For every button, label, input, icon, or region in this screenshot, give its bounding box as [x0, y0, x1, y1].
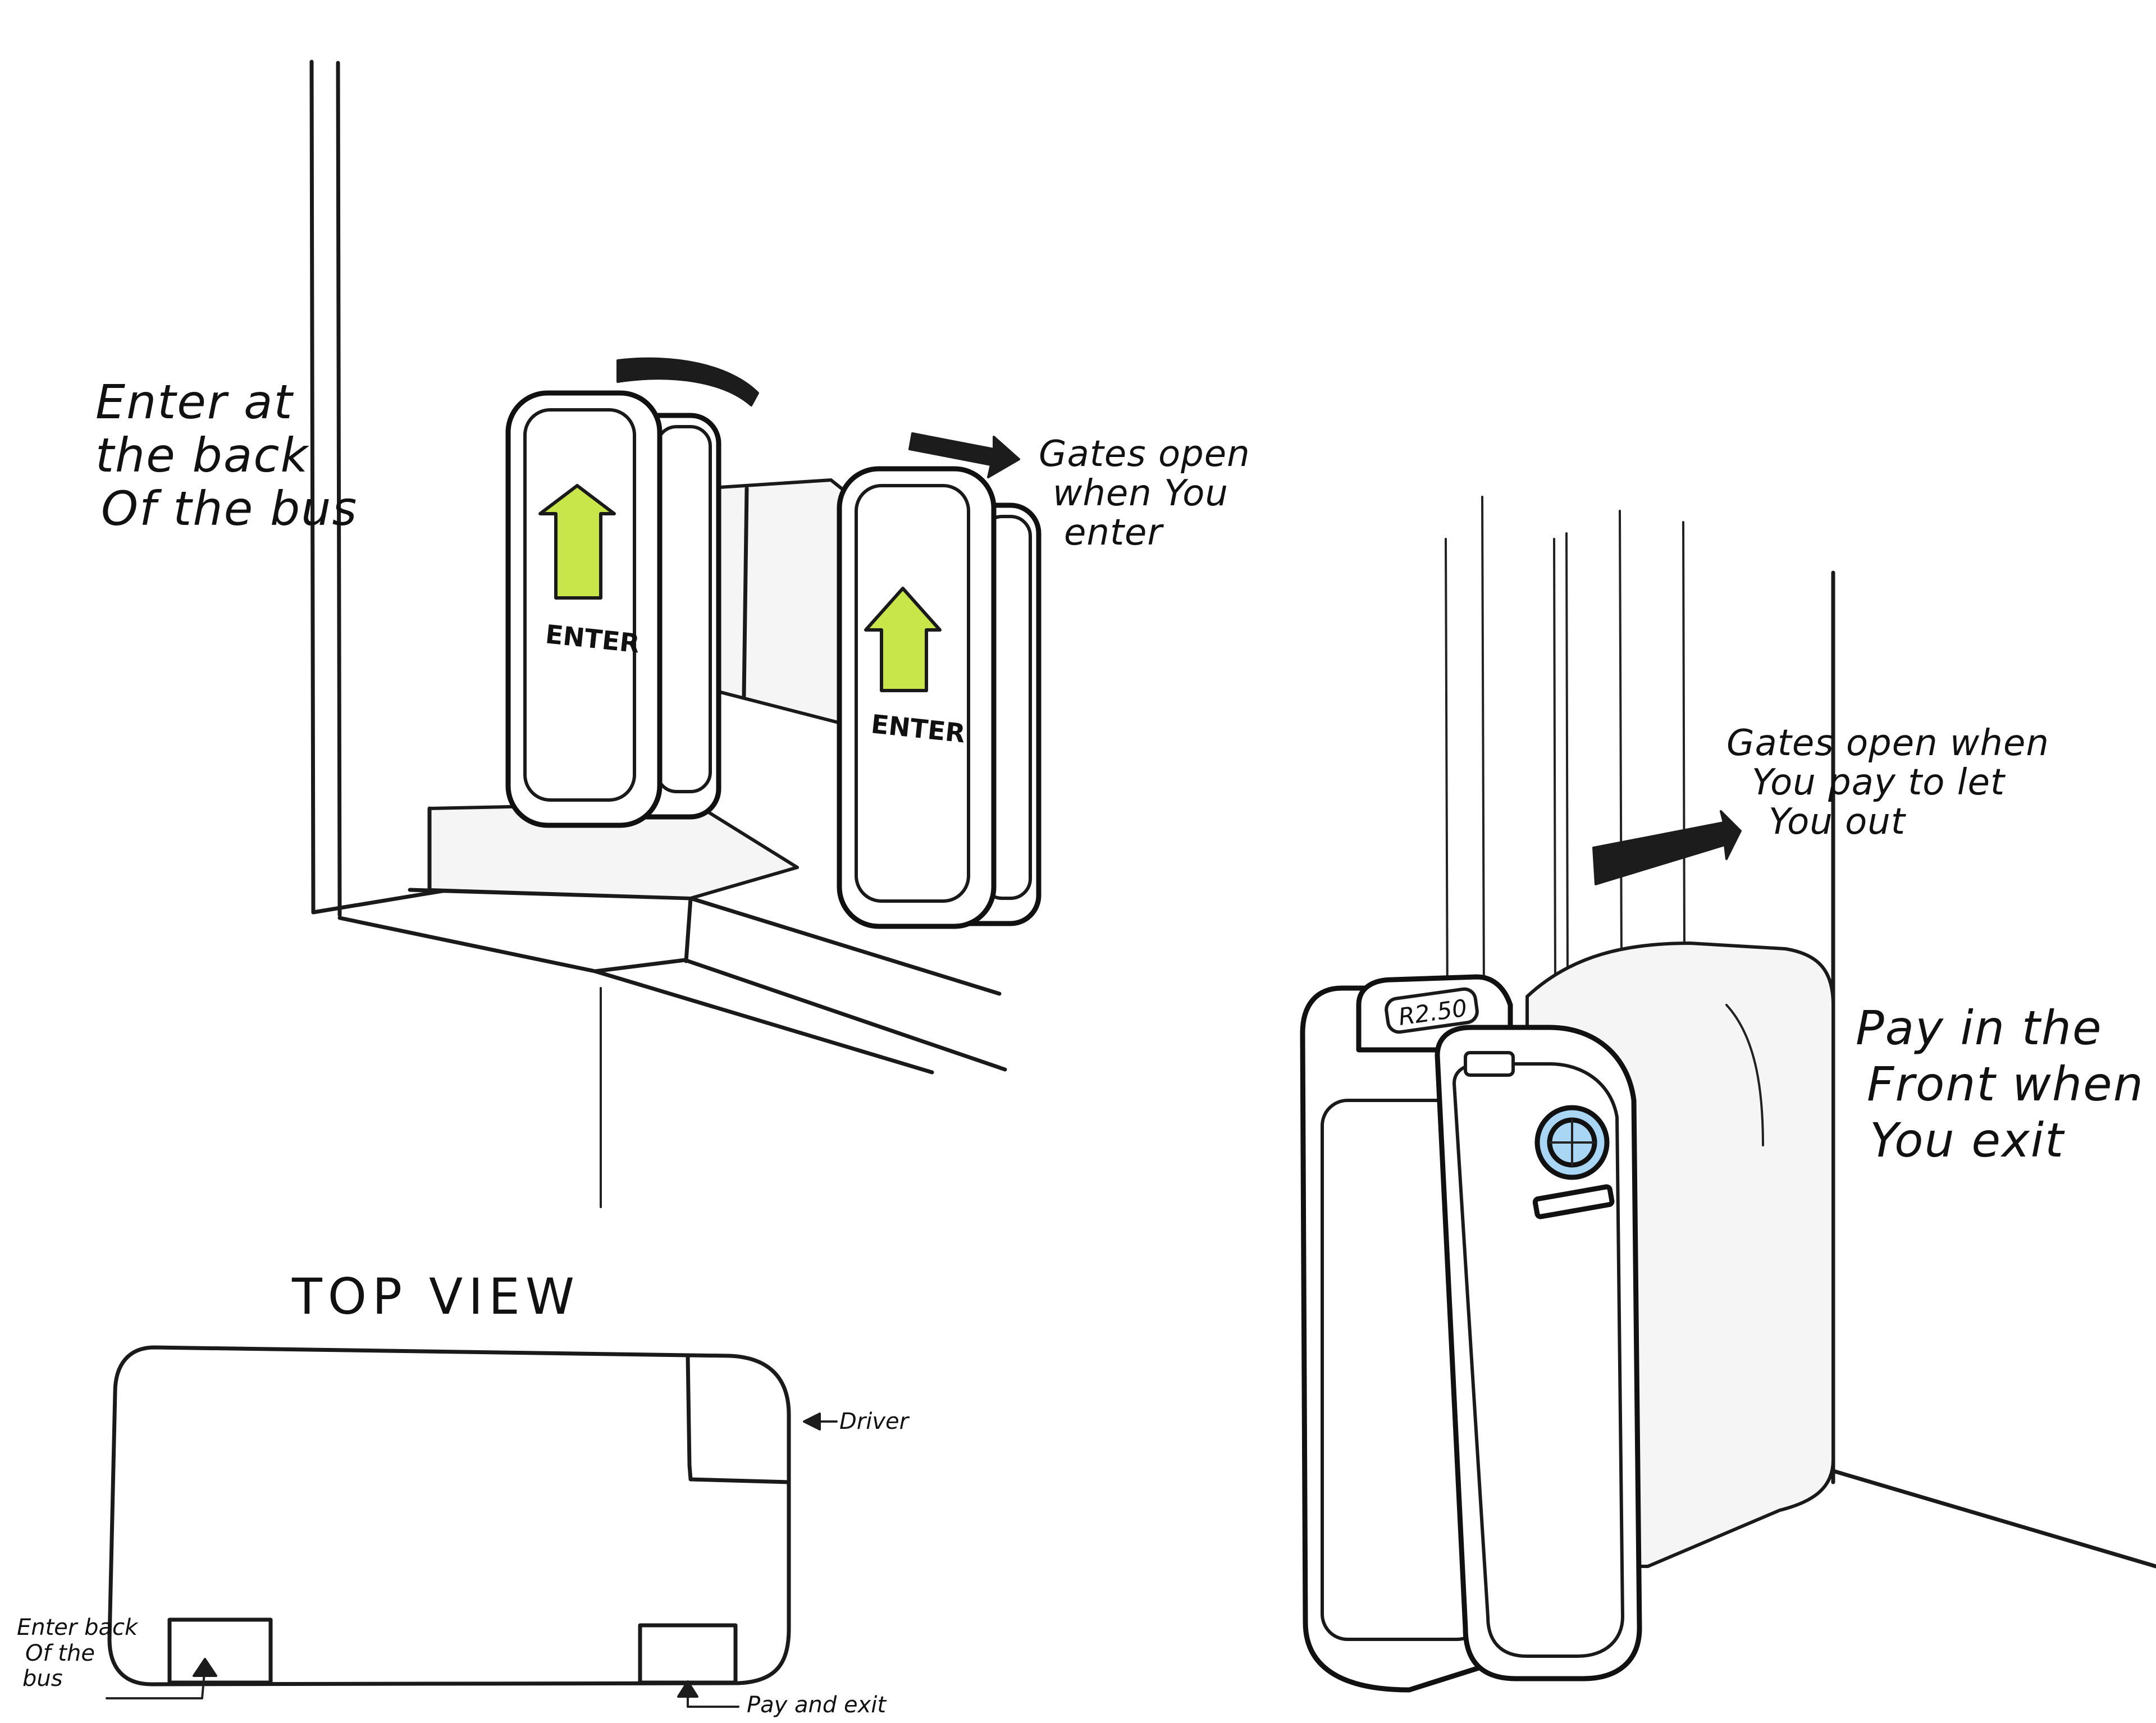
- front-door: [638, 1623, 738, 1685]
- note-line: You pay to let: [1752, 762, 2006, 803]
- driver-area-edge: [687, 1463, 791, 1484]
- back-door: [167, 1617, 273, 1685]
- pole-line: [1553, 538, 1556, 989]
- note-line: Pay in the: [1856, 1000, 2103, 1055]
- note-line: the back: [95, 428, 310, 483]
- driver-arrow-icon: [803, 1413, 821, 1430]
- left-gate-face: [523, 408, 636, 802]
- gate-motion-arrow-icon: [616, 357, 759, 406]
- entry-gate-scene: ENTER ENTER: [309, 60, 1042, 1208]
- step-divider: [684, 896, 693, 963]
- floor-edge: [337, 916, 934, 1075]
- enter-label-line: bus: [22, 1666, 63, 1692]
- fare-machine-scene: R2.50: [1300, 496, 2156, 1693]
- note-line: Gates open when: [1726, 723, 2049, 764]
- pole-line: [1682, 521, 1685, 956]
- note-line: You exit: [1870, 1113, 2065, 1168]
- exit-gate-motion-arrow-icon: [1592, 810, 1742, 885]
- note-line: Of the bus: [101, 481, 358, 536]
- note-line: when You: [1053, 473, 1228, 514]
- floor-line: [311, 888, 451, 915]
- enter-label-line: Of the: [25, 1640, 95, 1666]
- right-gate-face: [855, 484, 970, 903]
- fare-display-screen: [1385, 987, 1479, 1034]
- note-line: enter: [1064, 512, 1164, 554]
- bus-outline: [107, 1345, 791, 1687]
- pole-line: [1565, 532, 1569, 978]
- note-line: You out: [1769, 801, 1907, 843]
- floor-line: [1831, 1469, 2156, 1569]
- pole-line: [1481, 496, 1485, 1000]
- top-view-title: TOP VIEW: [291, 1268, 580, 1326]
- wall-line: [309, 60, 316, 915]
- right-enter-arrow-icon: [864, 587, 942, 692]
- left-gate-side-inner: [655, 425, 712, 793]
- note-gates-open-pay: Gates open when You pay to let You out: [1726, 723, 2049, 843]
- note-enter-back: Enter at the back Of the bus: [95, 374, 358, 536]
- ticket-slot: [1532, 1184, 1615, 1219]
- left-enter-arrow-icon: [538, 484, 616, 600]
- fare-machine-handle: [1464, 1051, 1515, 1077]
- gate-motion-arrow-icon: [908, 432, 1020, 478]
- note-gates-open-enter: Gates open when You enter: [1039, 433, 1250, 554]
- pole-line: [1619, 510, 1623, 967]
- pole-line: [1445, 538, 1449, 1023]
- driver-area: [686, 1354, 692, 1468]
- wall-line: [336, 61, 342, 917]
- fare-machine-seam: [1725, 1004, 1764, 1146]
- enter-label-line: Enter back: [17, 1615, 139, 1640]
- note-line: Gates open: [1039, 433, 1250, 475]
- note-line: Front when: [1867, 1057, 2144, 1112]
- note-line: Enter at: [95, 374, 294, 429]
- note-pay-front: Pay in the Front when You exit: [1856, 1000, 2144, 1168]
- exit-label: Pay and exit: [747, 1692, 887, 1718]
- gate-bar-seam: [742, 486, 749, 698]
- driver-label: Driver: [839, 1409, 910, 1434]
- enter-arrow-icon: [193, 1658, 217, 1677]
- top-view-diagram: TOP VIEW Driver Enter back Of the bus Pa…: [17, 1268, 910, 1718]
- exit-arrow-icon: [677, 1680, 698, 1698]
